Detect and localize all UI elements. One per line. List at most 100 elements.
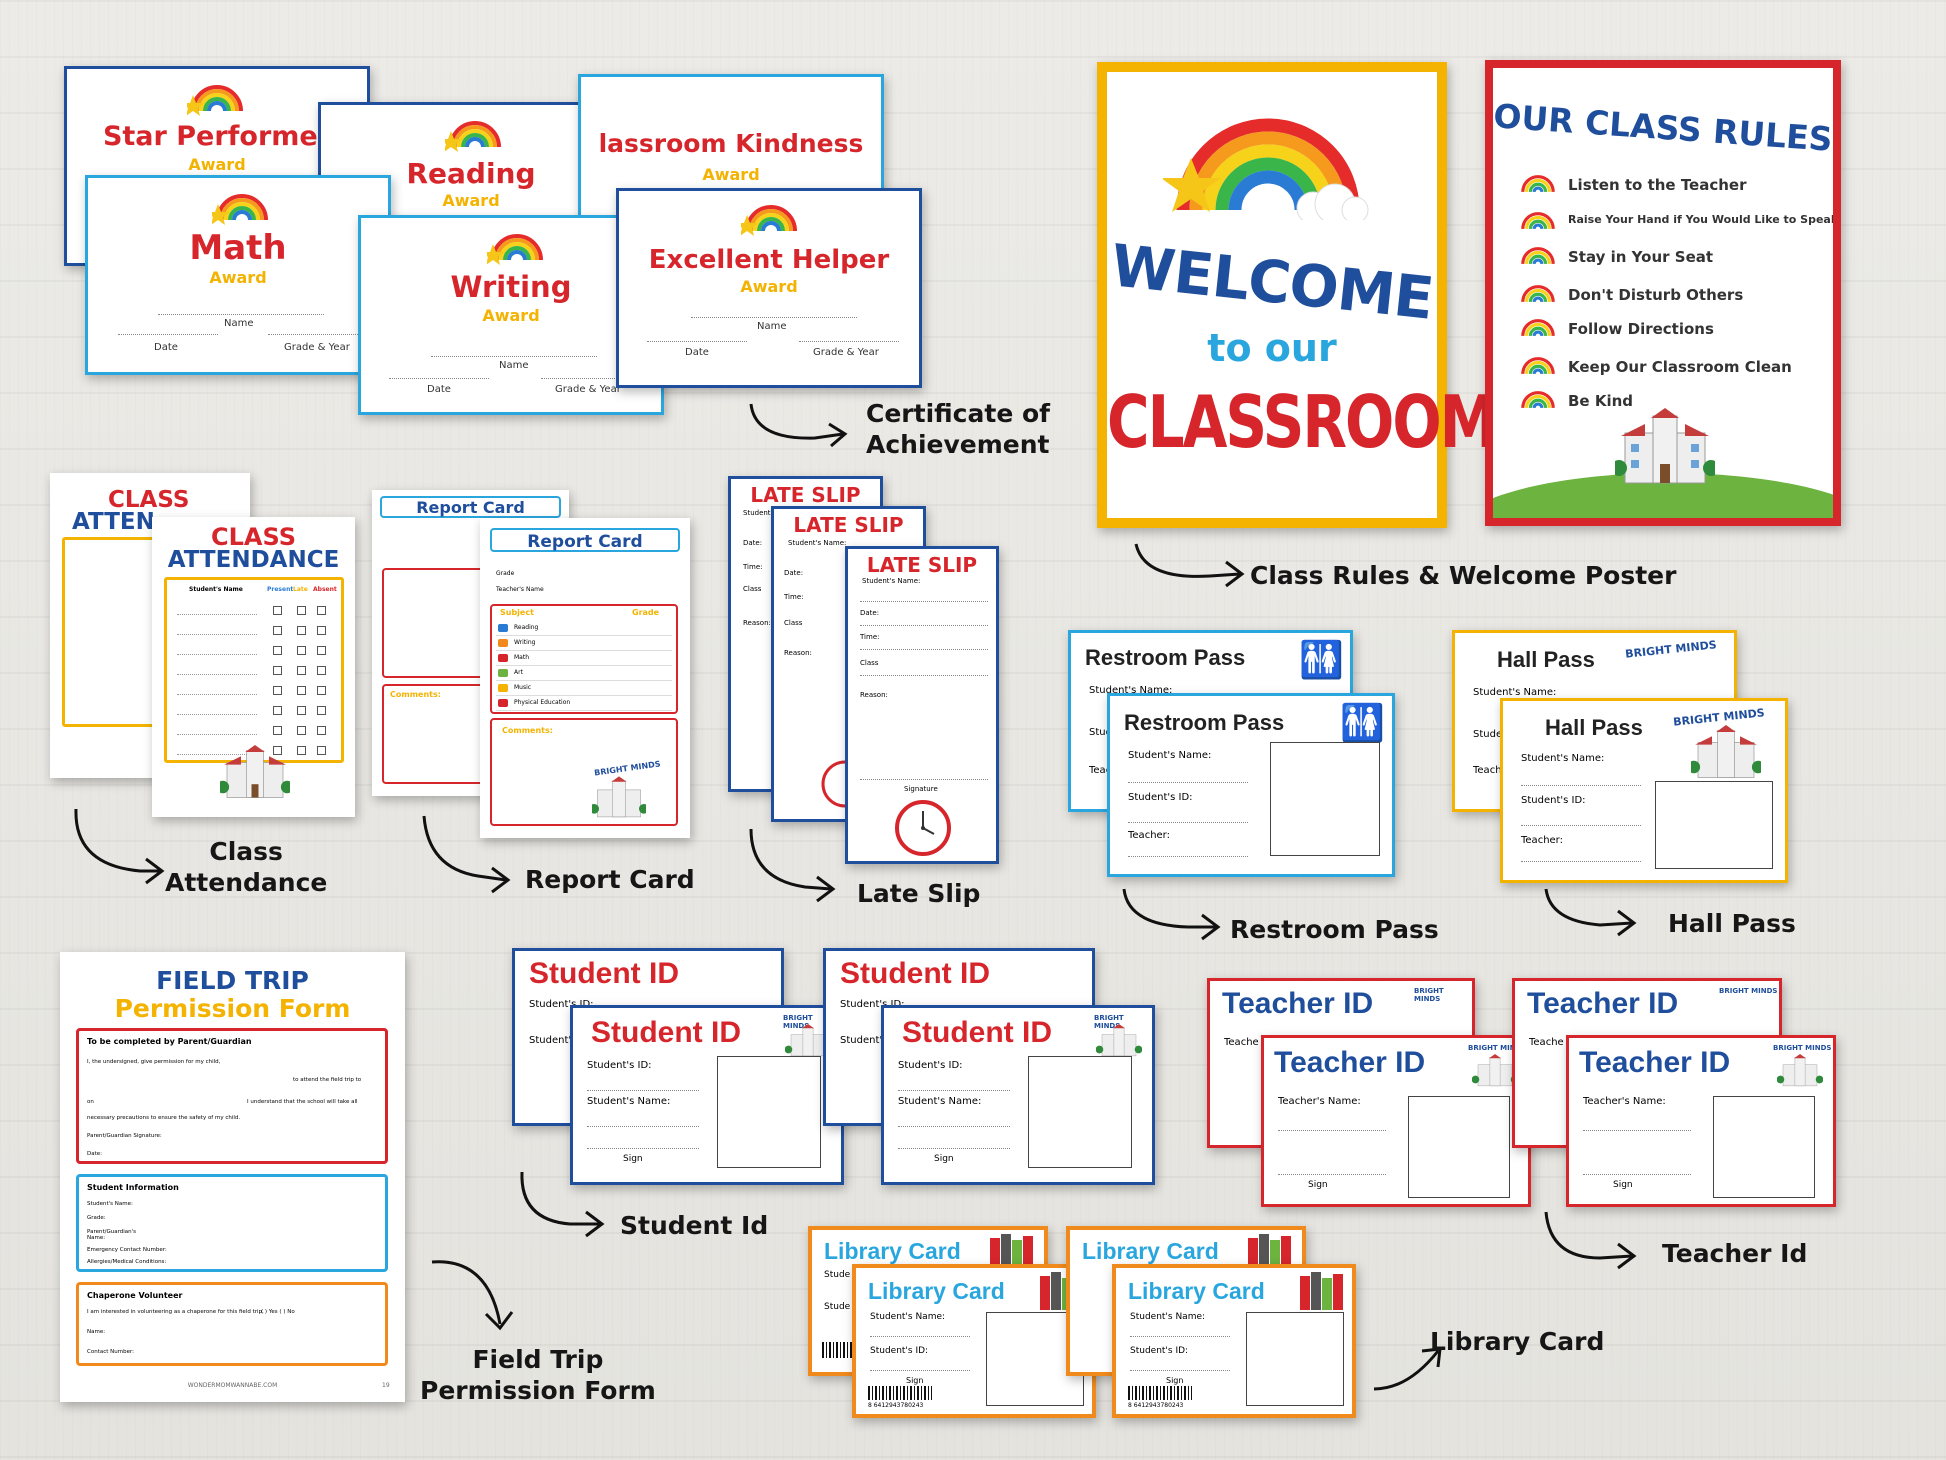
checkbox[interactable] [317,646,326,655]
student-name-label: Student's [529,1035,577,1046]
checkbox[interactable] [317,746,326,755]
photo-box [717,1056,821,1168]
class-label: Class [860,659,879,667]
date-label: Date: [860,609,880,617]
subject-icon [498,624,508,632]
checkbox[interactable] [273,706,282,715]
student-info-section: Student Information Student's Name: Grad… [76,1174,388,1272]
name-label: Name [757,321,787,332]
photo-box [1246,1312,1344,1406]
section-heading: To be completed by Parent/Guardian [87,1037,252,1046]
subject-row: Writing [496,637,672,651]
welcome-classroom: CLASSROOM [1107,379,1497,465]
name-label: Name [224,318,254,329]
late-slip-title: LATE SLIP [793,513,904,537]
restroom-icon: 🚻 [1340,703,1385,744]
attendance-row [173,722,337,738]
rule-item: Keep Our Classroom Clean [1568,358,1792,376]
barcode-number: 8 6412943780243 [1128,1402,1184,1409]
rainbow-icon [482,226,547,270]
checkbox[interactable] [297,686,306,695]
barcode-number: 8 6412943780243 [868,1402,924,1409]
attendance-title: ATTENDANCE [167,547,340,573]
attendance-row [173,702,337,718]
grade-year-label: Grade & Year [555,384,621,395]
teacher-label: Teac [1089,765,1112,776]
checkbox[interactable] [297,746,306,755]
date-label: Date: [743,539,763,547]
hall-pass: Hall Pass BRIGHT MINDS Student's Name: S… [1500,698,1788,883]
checkbox[interactable] [273,686,282,695]
checkbox[interactable] [297,646,306,655]
certificate-title: lassroom Kindness [598,129,864,158]
library-card-title: Library Card [824,1238,961,1264]
curved-arrow-icon [1544,888,1637,937]
teacher-name-label: Teacher's Name: [1278,1096,1361,1107]
checkbox[interactable] [317,666,326,675]
time-label: Time: [743,563,763,571]
certificate-title: Star Performer [102,121,332,152]
student-id-label: Stude [824,1302,851,1312]
certificate-card: Math Award Name Date Grade & Year [85,175,391,375]
late-slip-title: LATE SLIP [866,553,978,577]
time-label: Time: [860,633,880,641]
rainbow-icon [1519,170,1557,200]
form-text: Student's Name: [87,1201,133,1207]
sign-label: Sign [1166,1376,1184,1385]
school-logo-text: BRIGHT MINDS [1094,1014,1124,1030]
rule-item: Stay in Your Seat [1568,248,1714,266]
subject-row: Reading [496,622,672,636]
certificate-title: Reading [406,157,536,190]
late-slip: LATE SLIP Student's Name: Date: Time: Cl… [845,546,999,864]
subject-row: Math [496,652,672,666]
school-logo-text: BRIGHT MINDS [1468,1044,1527,1052]
student-id-card: Student ID BRIGHT MINDS Student's ID: St… [881,1005,1155,1185]
form-text: I, the undersigned, give permission for … [87,1059,221,1065]
curved-arrow-icon [1544,1211,1637,1270]
absent-column: Absent [313,586,337,593]
photo-box [1408,1096,1510,1198]
certificate-subtitle: Award [740,277,798,296]
form-text: Allergies/Medical Conditions: [87,1259,167,1265]
checkbox[interactable] [273,626,282,635]
checkbox[interactable] [297,706,306,715]
checkbox[interactable] [273,606,282,615]
checkbox[interactable] [297,626,306,635]
subject-label: Music [514,684,532,691]
student-name-label: Student's Name: [587,1096,671,1107]
date-label: Date [427,384,451,395]
checkbox[interactable] [317,606,326,615]
checkbox[interactable] [273,646,282,655]
attendance-row [173,662,337,678]
teacher-label: Teacher: [1128,830,1170,841]
student-id-card: Student ID BRIGHT MINDS Student's ID: St… [570,1005,844,1185]
time-label: Time: [784,593,804,601]
checkbox[interactable] [297,666,306,675]
attendance-title: ATTEN [72,509,155,535]
checkbox[interactable] [273,746,282,755]
clock-icon [894,799,952,861]
teacher-field-label: Teacher's Name [496,586,544,593]
signature-label: Signature [904,785,938,793]
curved-arrow-icon [749,403,848,448]
rule-item: Raise Your Hand if You Would Like to Spe… [1568,213,1839,226]
rainbow-icon [736,197,801,241]
checkbox[interactable] [297,726,306,735]
late-slip-title: LATE SLIP [750,483,861,507]
checkbox[interactable] [297,606,306,615]
checkbox[interactable] [317,726,326,735]
grade-field-label: Grade [496,570,515,577]
school-building-icon [1687,725,1765,785]
checkbox[interactable] [317,626,326,635]
teacher-id-title: Teacher ID [1274,1046,1426,1079]
attendance-title: CLASS [108,487,190,513]
welcome-heading: WELCOME [1107,231,1437,333]
student-id-caption: Student Id [620,1211,769,1240]
checkbox[interactable] [273,726,282,735]
checkbox[interactable] [317,706,326,715]
student-id-label: Student's ID: [1128,792,1193,803]
school-building-icon [589,776,649,824]
attendance-frame: Student's Name Present Late Absent [164,577,344,763]
checkbox[interactable] [317,686,326,695]
checkbox[interactable] [273,666,282,675]
